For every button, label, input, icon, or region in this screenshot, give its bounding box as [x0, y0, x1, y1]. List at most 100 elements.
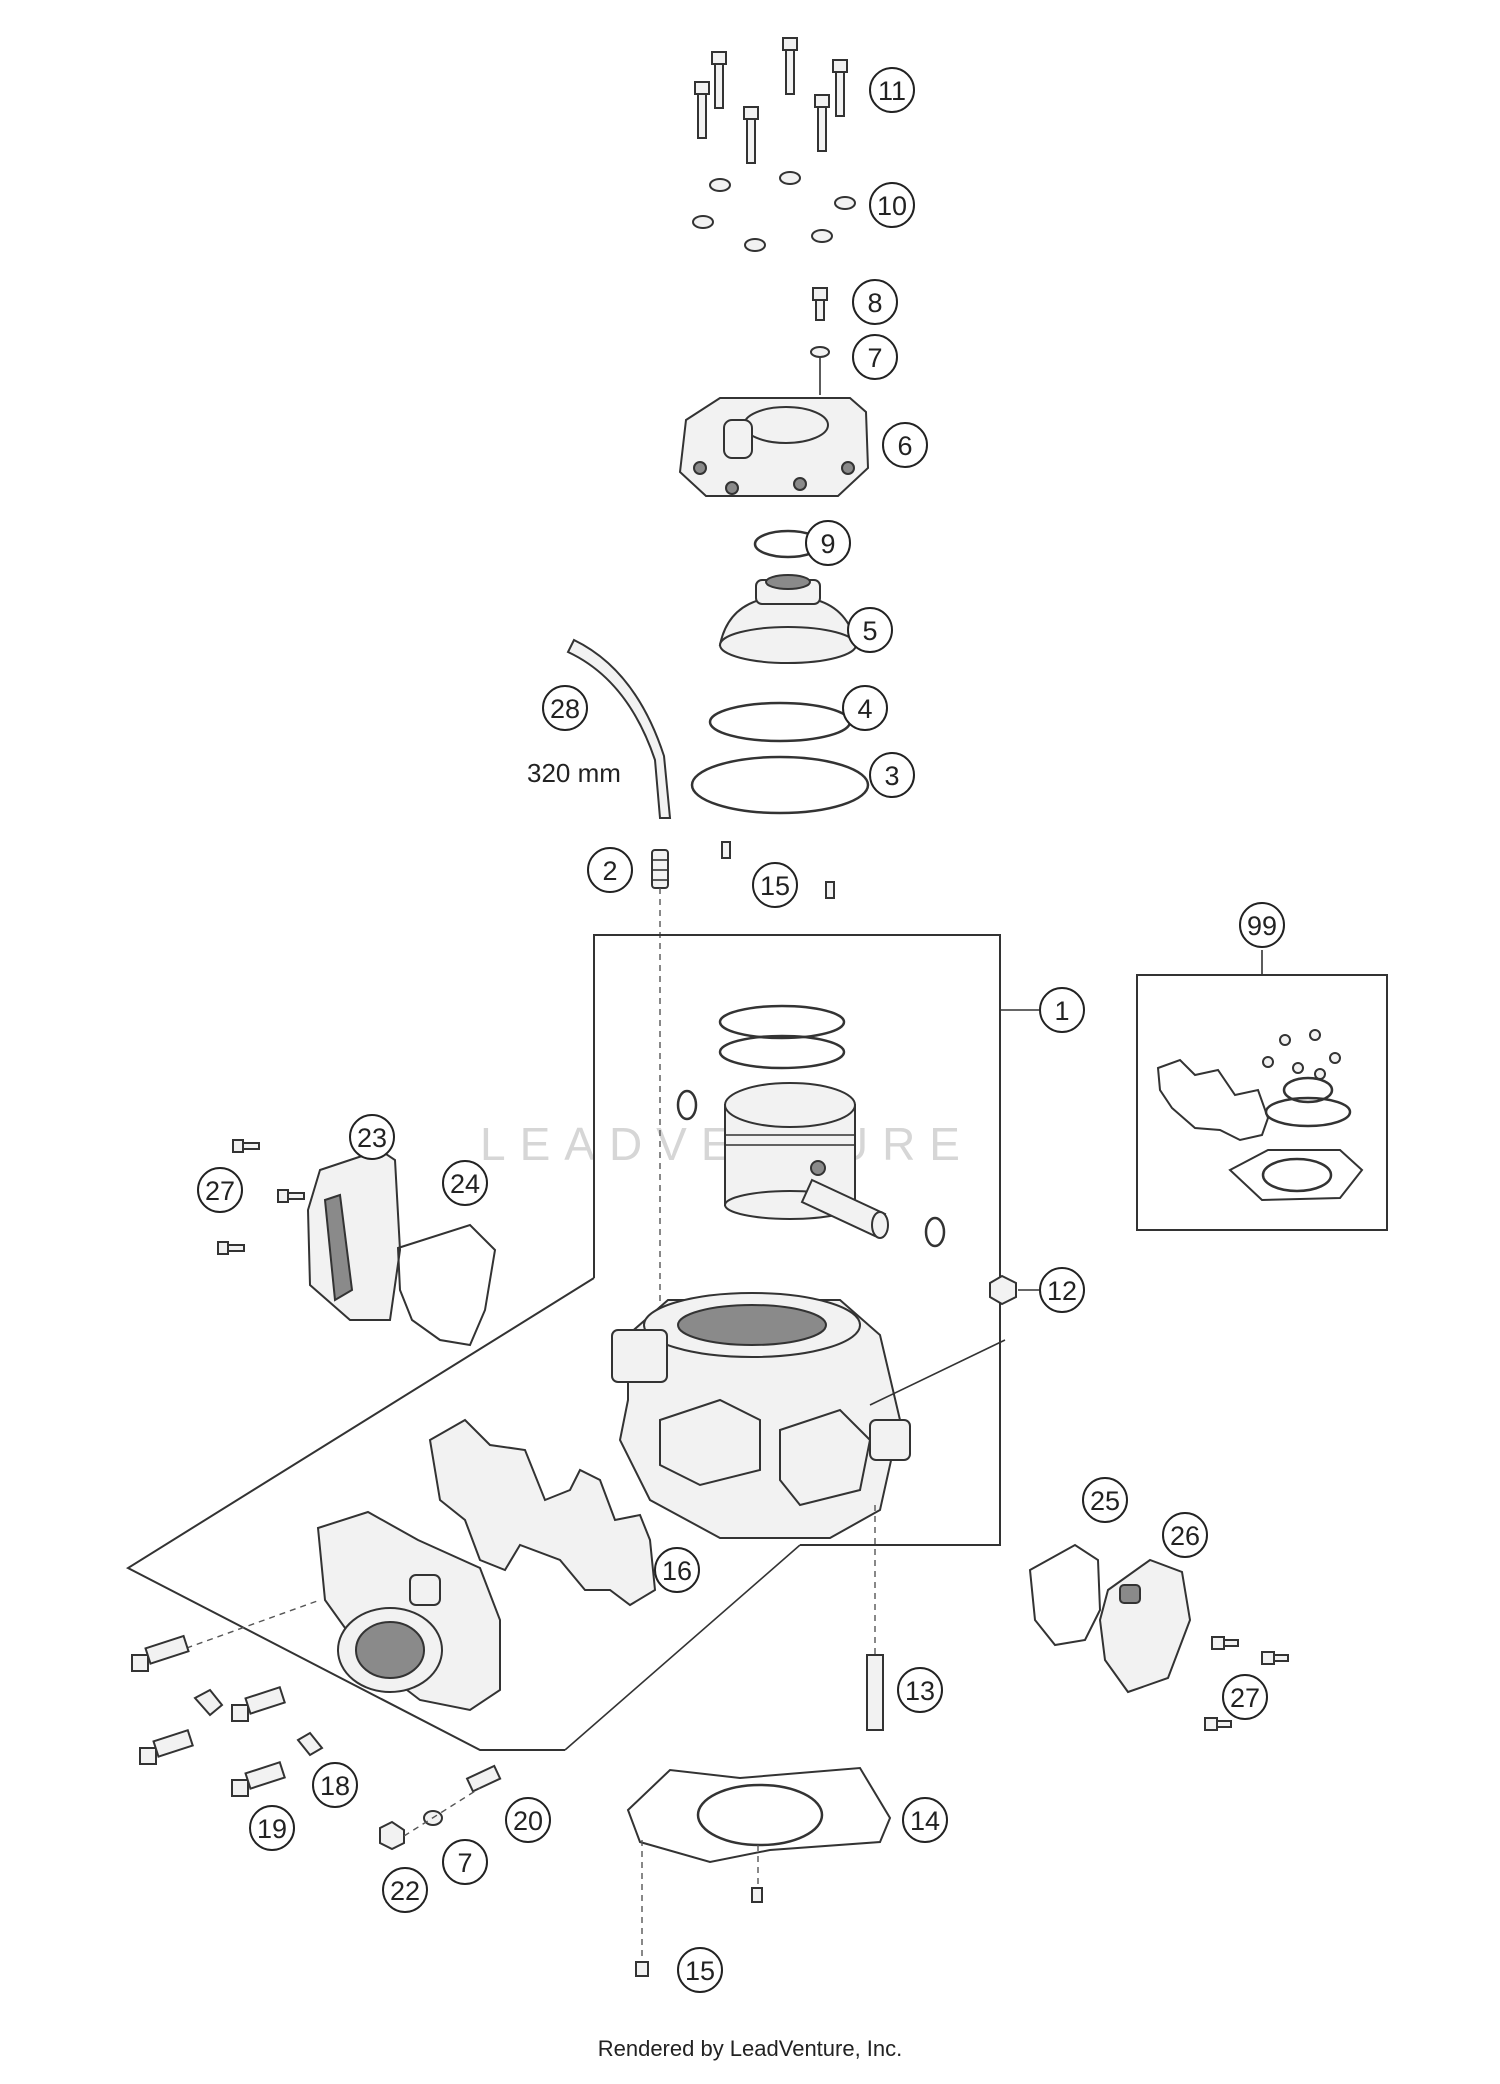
svg-text:3: 3	[884, 761, 899, 791]
callout-6: 6	[882, 422, 928, 468]
piston-ring	[718, 1034, 846, 1070]
callout-18: 18	[312, 1762, 358, 1808]
exhaust-gasket	[428, 1418, 657, 1607]
svg-text:27: 27	[1230, 1683, 1260, 1713]
callout-13: 13	[897, 1667, 943, 1713]
callout-14: 14	[902, 1797, 948, 1843]
dowel-pin	[825, 881, 835, 899]
svg-text:22: 22	[390, 1876, 420, 1906]
cylinder-stud	[866, 1505, 884, 1731]
callout-25: 25	[1082, 1477, 1128, 1523]
callout-3: 3	[869, 752, 915, 798]
svg-text:7: 7	[457, 1848, 472, 1878]
svg-text:8: 8	[867, 288, 882, 318]
callout-19: 19	[249, 1805, 295, 1851]
side-cover-screws	[1204, 1636, 1289, 1731]
callout-7: 7	[442, 1839, 488, 1885]
svg-text:26: 26	[1170, 1521, 1200, 1551]
svg-text:1: 1	[1054, 996, 1069, 1026]
bolt	[711, 51, 727, 109]
callout-28: 28	[542, 685, 588, 731]
svg-text:13: 13	[905, 1676, 935, 1706]
head-screw	[810, 287, 830, 395]
svg-text:18: 18	[320, 1771, 350, 1801]
callout-7: 7	[852, 334, 898, 380]
cover-screws	[217, 1139, 305, 1255]
svg-text:4: 4	[857, 694, 872, 724]
callout-16: 16	[654, 1547, 700, 1593]
footer-credit: Rendered by LeadVenture, Inc.	[597, 2036, 903, 2061]
svg-text:20: 20	[513, 1806, 543, 1836]
watermark: LEADVENTURE	[480, 1118, 974, 1170]
hose-length-label: 320 mm	[527, 758, 621, 788]
cylinder-nut	[989, 1274, 1040, 1306]
svg-text:24: 24	[450, 1169, 480, 1199]
callout-10: 10	[869, 182, 915, 228]
svg-text:14: 14	[910, 1806, 940, 1836]
svg-text:19: 19	[257, 1814, 287, 1844]
cylinder-base-gasket	[626, 1766, 892, 1977]
svg-text:5: 5	[862, 616, 877, 646]
callout-8: 8	[852, 279, 898, 325]
callout-26: 26	[1162, 1512, 1208, 1558]
bolt	[743, 106, 759, 164]
piston-pin	[800, 1178, 889, 1239]
side-cover	[1098, 1558, 1192, 1694]
svg-text:12: 12	[1047, 1276, 1077, 1306]
callout-1: 1	[1039, 987, 1085, 1033]
callout-27: 27	[197, 1167, 243, 1213]
cylinder-head-cover	[678, 397, 870, 497]
head-bolts	[694, 37, 848, 164]
bolt	[782, 37, 798, 95]
exhaust-control-gasket	[396, 1223, 497, 1347]
svg-text:27: 27	[205, 1176, 235, 1206]
svg-text:15: 15	[685, 1956, 715, 1986]
callout-9: 9	[805, 520, 851, 566]
callout-12: 12	[1039, 1267, 1085, 1313]
piston	[724, 1082, 856, 1220]
callout-11: 11	[869, 67, 915, 113]
svg-text:9: 9	[820, 529, 835, 559]
callout-27: 27	[1222, 1674, 1268, 1720]
cylinder	[611, 1292, 1006, 1539]
callout-2: 2	[587, 847, 633, 893]
callout-5: 5	[847, 607, 893, 653]
svg-text:6: 6	[897, 431, 912, 461]
flange-bolts	[131, 1599, 502, 1851]
svg-text:23: 23	[357, 1123, 387, 1153]
side-cover-gasket	[1028, 1543, 1102, 1647]
exhaust-flange	[316, 1510, 501, 1712]
svg-text:99: 99	[1247, 911, 1277, 941]
callout-20: 20	[505, 1797, 551, 1843]
svg-text:28: 28	[550, 694, 580, 724]
callout-15: 15	[677, 1947, 723, 1993]
bolt	[814, 94, 830, 152]
dowel-pin	[721, 841, 731, 859]
cylinder-kit-outline	[593, 934, 1001, 1546]
exhaust-flange-outline	[125, 1277, 595, 1751]
callout-4: 4	[842, 685, 888, 731]
svg-text:25: 25	[1090, 1486, 1120, 1516]
piston-ring	[718, 1004, 846, 1040]
piston-pin-clip	[676, 1089, 698, 1121]
combustion-insert	[718, 574, 858, 664]
svg-text:11: 11	[878, 76, 906, 106]
exhaust-control-cover	[306, 1148, 402, 1321]
diagram-panel	[123, 32, 1388, 2007]
bolt	[694, 81, 710, 139]
svg-text:7: 7	[867, 343, 882, 373]
callout-24: 24	[442, 1160, 488, 1206]
piston-pin-clip	[924, 1216, 946, 1248]
callout-22: 22	[382, 1867, 428, 1913]
gasket-kit-box	[1136, 950, 1388, 1231]
callout-99: 99	[1239, 902, 1285, 948]
svg-text:16: 16	[662, 1556, 692, 1586]
vent-hose	[566, 638, 672, 819]
bolt	[832, 59, 848, 117]
svg-text:15: 15	[760, 871, 790, 901]
cylinder-head-gasket-ring	[690, 755, 870, 815]
svg-text:2: 2	[602, 856, 617, 886]
svg-text:10: 10	[877, 191, 907, 221]
bleed-fitting	[651, 849, 669, 1325]
